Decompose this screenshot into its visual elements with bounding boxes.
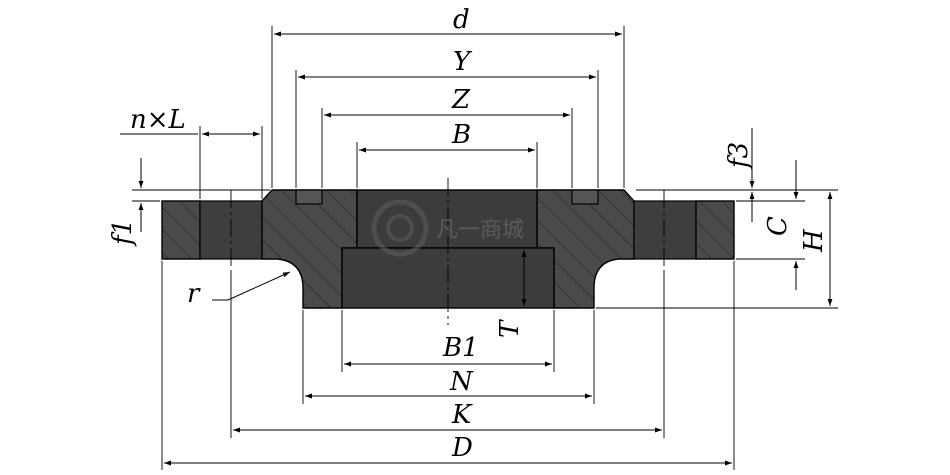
label-Z: Z: [451, 85, 471, 115]
label-f3: f3: [724, 142, 754, 170]
label-nL: n×L: [130, 105, 186, 135]
label-r: r: [187, 279, 201, 309]
dimension-lines: [120, 31, 833, 466]
watermark: 凡一商城: [371, 199, 524, 257]
label-B1: B1: [442, 333, 479, 363]
label-d: d: [453, 5, 470, 35]
flange-section: [161, 178, 735, 325]
label-C: C: [763, 216, 793, 236]
watermark-text: 凡一商城: [436, 218, 524, 243]
label-H: H: [799, 228, 829, 253]
label-N: N: [449, 367, 474, 397]
label-K: K: [451, 400, 473, 430]
label-B: B: [451, 120, 471, 150]
label-D: D: [451, 433, 473, 463]
label-f1: f1: [108, 219, 138, 247]
label-Y: Y: [453, 47, 473, 77]
right-bolt-hole: [633, 200, 697, 260]
dimension-labels: d Y Z B n×L B1 N K D r f1 f3 C H T: [108, 5, 829, 463]
extension-lines: [132, 26, 838, 470]
right-groove: [571, 189, 599, 205]
label-T: T: [495, 319, 525, 338]
left-groove: [295, 189, 323, 205]
